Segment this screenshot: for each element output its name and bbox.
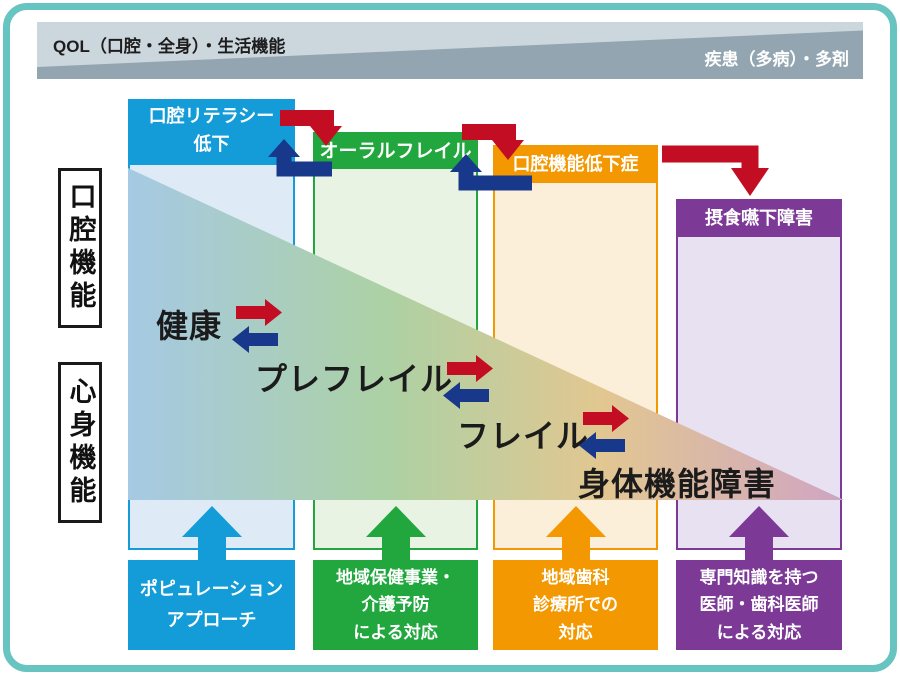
header-dysphagia: 摂食嚥下障害 [676,199,842,235]
header-oral-frailty: オーラルフレイル [313,132,478,167]
mind-body-function-label: 心身機能 [65,376,96,509]
qol-label: QOL（口腔・全身）・生活機能 [53,37,286,56]
action-community-health: 地域保健事業・ 介護予防 による対応 [313,560,478,650]
action-specialist-doctors: 専門知識を持つ 医師・歯科医師 による対応 [676,560,842,650]
qol-disease-bar: QOL（口腔・全身）・生活機能 疾患（多病）・多剤 [37,22,863,79]
stage-label-physical-disability: 身体機能障害 [578,466,777,502]
header-oral-literacy-decline: 口腔リテラシー 低下 [128,99,295,163]
action-dental-clinic: 地域歯科 診療所での 対応 [493,560,658,650]
stage-label-healthy: 健康 [156,308,223,344]
header-oral-hypofunction: 口腔機能低下症 [493,145,658,181]
oral-function-box: 口腔機能 [58,168,102,328]
oral-function-label: 口腔機能 [65,182,96,314]
stage-label-prefrail: プレフレイル [255,361,454,397]
forward-arrow-hypofunction-to-dysphagia [662,145,769,196]
disease-label: 疾患（多病）・多剤 [704,50,850,69]
action-population-approach: ポピュレーション アプローチ [128,560,295,650]
stage-label-frail: フレイル [457,418,590,454]
mind-body-function-box: 心身機能 [58,362,102,523]
